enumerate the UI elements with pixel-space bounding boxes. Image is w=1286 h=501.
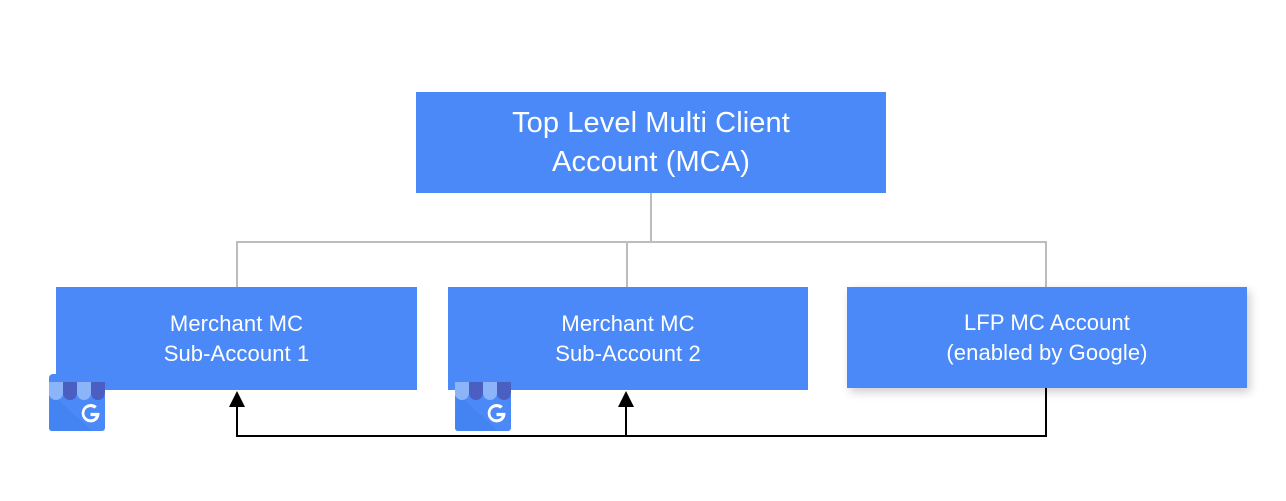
node-top-level-mca-line1: Top Level Multi Client <box>512 107 790 140</box>
node-merchant-sub-account-1-line2: Sub-Account 1 <box>163 340 310 366</box>
node-merchant-sub-account-2[interactable]: Merchant MC Sub-Account 2 <box>448 287 808 390</box>
node-lfp-mc-account-line1: LFP MC Account <box>963 310 1131 336</box>
connector-mca-bus <box>236 241 1047 243</box>
google-business-profile-icon <box>49 374 105 431</box>
connector-mca-stem <box>650 193 652 242</box>
feed-connector-bus <box>236 435 1047 437</box>
node-top-level-mca[interactable]: Top Level Multi Client Account (MCA) <box>416 92 886 193</box>
feed-connector-from-lfp <box>1045 388 1047 436</box>
node-merchant-sub-account-1-line1: Merchant MC <box>169 311 304 337</box>
connector-mca-to-sub1 <box>236 241 238 288</box>
node-lfp-mc-account[interactable]: LFP MC Account (enabled by Google) <box>847 287 1247 388</box>
arrow-up-icon-sub2 <box>618 391 634 407</box>
connector-mca-to-sub2 <box>626 241 628 288</box>
node-top-level-mca-line2: Account (MCA) <box>552 145 750 178</box>
connector-mca-to-lfp <box>1045 241 1047 288</box>
node-merchant-sub-account-2-line2: Sub-Account 2 <box>555 340 701 366</box>
feed-connector-to-sub1 <box>236 400 238 436</box>
node-lfp-mc-account-line2: (enabled by Google) <box>946 339 1148 365</box>
google-business-profile-icon <box>455 374 511 431</box>
arrow-up-icon-sub1 <box>229 391 245 407</box>
node-merchant-sub-account-2-line1: Merchant MC <box>561 311 695 337</box>
feed-connector-to-sub2 <box>625 400 627 436</box>
node-merchant-sub-account-1[interactable]: Merchant MC Sub-Account 1 <box>56 287 417 390</box>
